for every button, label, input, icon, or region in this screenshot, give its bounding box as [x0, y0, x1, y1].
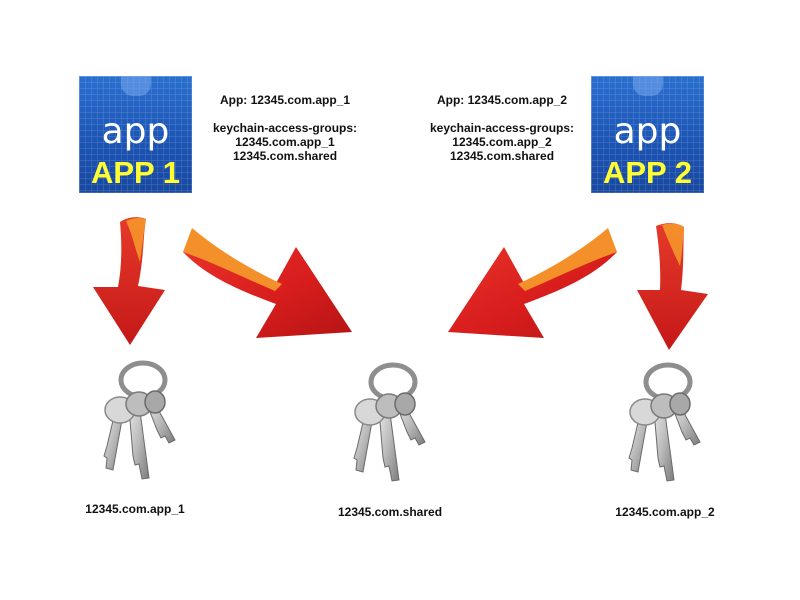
keychain-label-app2: 12345.com.app_2 [615, 505, 715, 519]
app-1-icon: app APP 1 [79, 76, 192, 193]
arrow-app2-to-shared-keychain [448, 228, 617, 338]
keys-icon [628, 362, 701, 482]
app-1-group-item: 12345.com.app_1 [235, 135, 335, 149]
keychain-label-app1: 12345.com.app_1 [85, 502, 185, 516]
app-1-icon-word: app [101, 111, 170, 152]
app-2-group-item: 12345.com.app_2 [452, 135, 552, 149]
keys-icon [103, 360, 176, 480]
app-2-icon: app APP 2 [591, 76, 704, 193]
app-2-icon-name: APP 2 [602, 155, 693, 190]
app-1-groups-heading: keychain-access-groups: [212, 121, 358, 135]
arrow-app1-to-shared-keychain [183, 228, 352, 338]
arrow-app1-to-own-keychain [93, 217, 165, 345]
app-2-icon-word: app [613, 111, 682, 152]
app-1-info: App: 12345.com.app_1 keychain-access-gro… [200, 93, 370, 163]
app-1-icon-name: APP 1 [90, 155, 181, 190]
keychain-label-shared: 12345.com.shared [337, 505, 443, 519]
app-1-bundle-line: App: 12345.com.app_1 [219, 93, 351, 107]
arrow-app2-to-own-keychain [637, 223, 708, 350]
app-1-group-item: 12345.com.shared [232, 149, 338, 163]
app-2-groups-heading: keychain-access-groups: [429, 121, 575, 135]
keys-icon [353, 362, 426, 482]
app-2-info: App: 12345.com.app_2 keychain-access-gro… [417, 93, 587, 163]
app-2-group-item: 12345.com.shared [449, 149, 555, 163]
app-2-bundle-line: App: 12345.com.app_2 [436, 93, 568, 107]
